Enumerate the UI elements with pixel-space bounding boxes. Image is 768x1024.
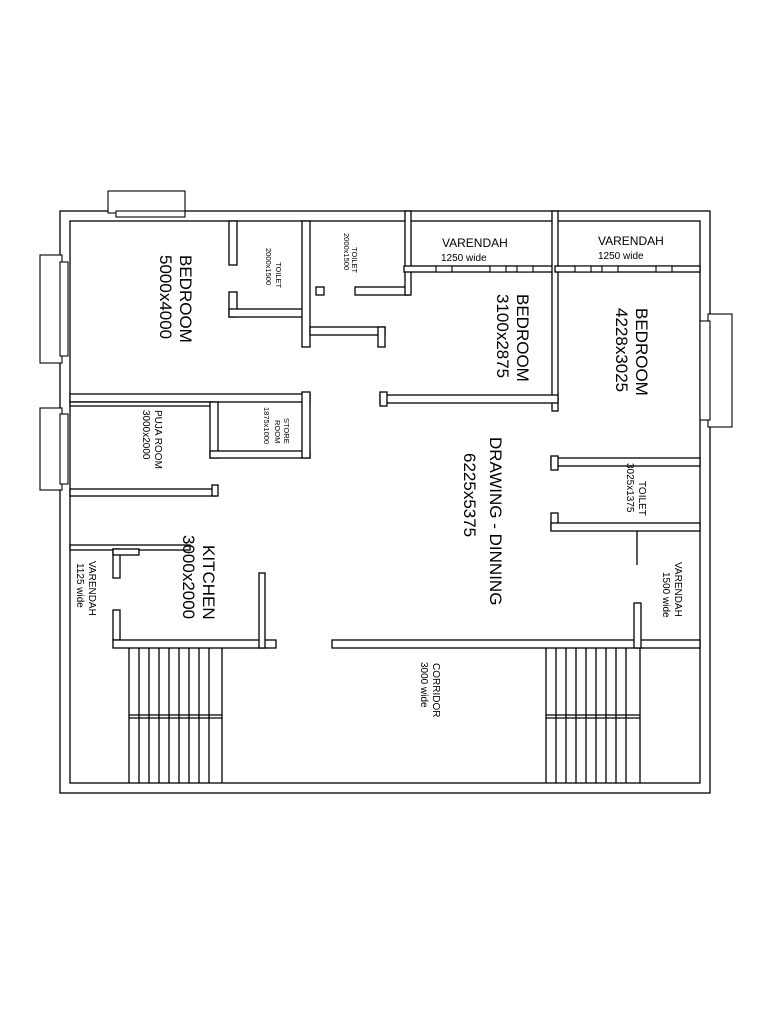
store-room-name-2: ROOM — [273, 420, 282, 443]
varendah-right-name: VARENDAH — [672, 562, 683, 617]
toilet-2-size: 2000x1500 — [342, 233, 351, 270]
kitchen-label: KITCHEN 3000x2000 — [179, 535, 218, 620]
varendah-a-size: 1250 wide — [441, 253, 487, 264]
corridor-label: CORRIDOR 3000 wide — [418, 662, 441, 717]
varendah-left-size: 1125 wide — [74, 563, 85, 608]
drawing-dining-name: DRAWING - DINNING — [486, 437, 505, 605]
corridor-size: 3000 wide — [418, 662, 429, 708]
varendah-b-label: VARENDAH 1250 wide — [598, 234, 664, 262]
varendah-a-label: VARENDAH 1250 wide — [441, 236, 508, 264]
bedroom-1-label: BEDROOM 5000x4000 — [156, 255, 195, 343]
toilet-2-label: TOILET 2000x1500 — [342, 233, 359, 274]
bedroom-1-name: BEDROOM — [176, 255, 195, 343]
outer-walls — [59, 210, 711, 794]
bedroom-1-size: 5000x4000 — [156, 255, 175, 339]
toilet-1-name: TOILET — [274, 262, 283, 289]
varendah-b-name: VARENDAH — [598, 234, 664, 248]
toilet-3-name: TOILET — [636, 481, 647, 516]
varendah-left-label: VARENDAH 1125 wide — [74, 561, 97, 616]
store-room-name-1: STORE — [282, 418, 291, 444]
interior-walls — [69, 210, 701, 649]
varendah-b-size: 1250 wide — [598, 251, 644, 262]
puja-room-name: PUJA ROOM — [152, 410, 163, 469]
bedroom-2-size: 3100x2875 — [493, 294, 512, 378]
puja-room-size: 3000x2000 — [140, 410, 151, 460]
puja-room-label: PUJA ROOM 3000x2000 — [140, 410, 163, 469]
bedroom-2-label: BEDROOM 3100x2875 — [493, 294, 532, 382]
toilet-1-size: 2000x1500 — [264, 248, 273, 285]
toilet-2-name: TOILET — [350, 247, 359, 274]
toilet-3-label: TOILET 3025x1375 — [624, 463, 647, 516]
windows — [39, 190, 733, 491]
kitchen-name: KITCHEN — [199, 545, 218, 620]
corridor-name: CORRIDOR — [430, 663, 441, 717]
kitchen-size: 3000x2000 — [179, 535, 198, 619]
doors — [435, 265, 673, 273]
varendah-right-label: VARENDAH 1500 wide — [660, 562, 683, 618]
drawing-dining-size: 6225x5375 — [460, 453, 479, 537]
store-room-label: STORE ROOM 1875x1000 — [262, 407, 291, 444]
toilet-3-size: 3025x1375 — [624, 463, 635, 513]
drawing-dining-label: DRAWING - DINNING 6225x5375 — [460, 437, 505, 605]
staircase-left — [128, 648, 223, 783]
bedroom-3-label: BEDROOM 4228x3025 — [612, 308, 651, 396]
varendah-right-size: 1500 wide — [660, 572, 671, 618]
bedroom-3-size: 4228x3025 — [612, 308, 631, 392]
bedroom-2-name: BEDROOM — [513, 294, 532, 382]
store-room-size: 1875x1000 — [262, 407, 271, 444]
bedroom-3-name: BEDROOM — [632, 308, 651, 396]
varendah-a-name: VARENDAH — [442, 236, 508, 250]
varendah-left-name: VARENDAH — [86, 561, 97, 616]
toilet-1-label: TOILET 2000x1500 — [264, 248, 283, 289]
staircase-right — [545, 648, 641, 783]
